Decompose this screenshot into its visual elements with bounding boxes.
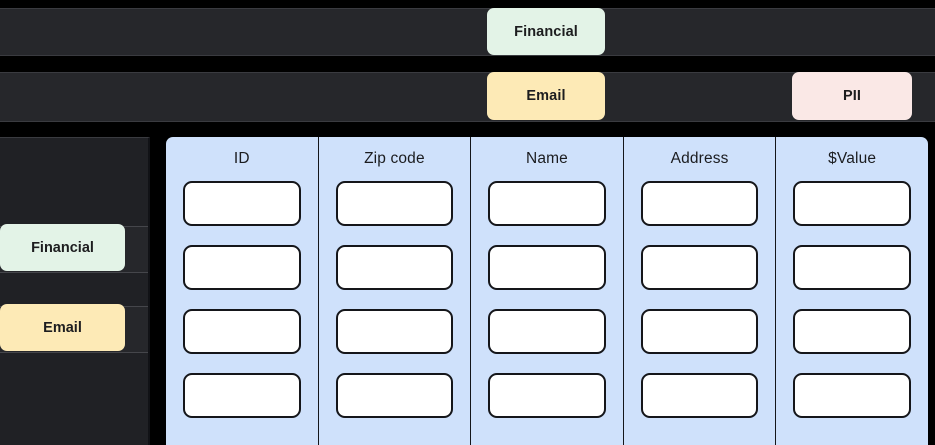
column-cells-id bbox=[166, 181, 318, 418]
table-cell[interactable] bbox=[640, 181, 759, 226]
table-cell[interactable] bbox=[183, 309, 301, 354]
table-cell[interactable] bbox=[183, 373, 301, 418]
table-column-address: Address bbox=[622, 137, 776, 445]
table-cell[interactable] bbox=[183, 245, 301, 290]
column-header-value: $Value bbox=[828, 150, 877, 167]
table-cell[interactable] bbox=[335, 181, 454, 226]
table-cell[interactable] bbox=[488, 373, 606, 418]
column-cells-address bbox=[624, 181, 776, 418]
sidebar-tag-financial[interactable]: Financial bbox=[0, 224, 125, 271]
table-cell[interactable] bbox=[488, 309, 606, 354]
table-cell[interactable] bbox=[640, 373, 759, 418]
sidebar-tag-email[interactable]: Email bbox=[0, 304, 125, 351]
table-cell[interactable] bbox=[793, 309, 911, 354]
tag-email-top[interactable]: Email bbox=[487, 72, 605, 120]
table-cell[interactable] bbox=[335, 245, 454, 290]
table-cell[interactable] bbox=[488, 181, 606, 226]
column-header-name: Name bbox=[526, 150, 568, 167]
column-cells-zip-code bbox=[319, 181, 471, 418]
table-cell[interactable] bbox=[488, 245, 606, 290]
column-cells-value bbox=[776, 181, 928, 418]
tag-pii-top[interactable]: PII bbox=[792, 72, 912, 120]
table-cell[interactable] bbox=[335, 309, 454, 354]
data-table: ID Zip code Name bbox=[166, 137, 928, 445]
table-column-name: Name bbox=[470, 137, 623, 445]
table-column-value: $Value bbox=[775, 137, 928, 445]
tag-bar-row-2 bbox=[0, 72, 935, 122]
sidebar-panel bbox=[0, 137, 150, 445]
table-cell[interactable] bbox=[793, 245, 911, 290]
table-column-zip-code: Zip code bbox=[317, 137, 471, 445]
table-cell[interactable] bbox=[183, 181, 301, 226]
table-cell[interactable] bbox=[793, 373, 911, 418]
column-header-id: ID bbox=[233, 150, 250, 167]
column-header-zip-code: Zip code bbox=[364, 150, 425, 167]
table-column-id: ID bbox=[166, 137, 318, 445]
table-cell[interactable] bbox=[793, 181, 911, 226]
column-header-address: Address bbox=[670, 150, 729, 167]
table-cell[interactable] bbox=[335, 373, 454, 418]
table-cell[interactable] bbox=[640, 245, 759, 290]
table-cell[interactable] bbox=[640, 309, 759, 354]
tag-financial-top[interactable]: Financial bbox=[487, 8, 605, 55]
tag-bar-row-1 bbox=[0, 8, 935, 56]
column-cells-name bbox=[471, 181, 623, 418]
